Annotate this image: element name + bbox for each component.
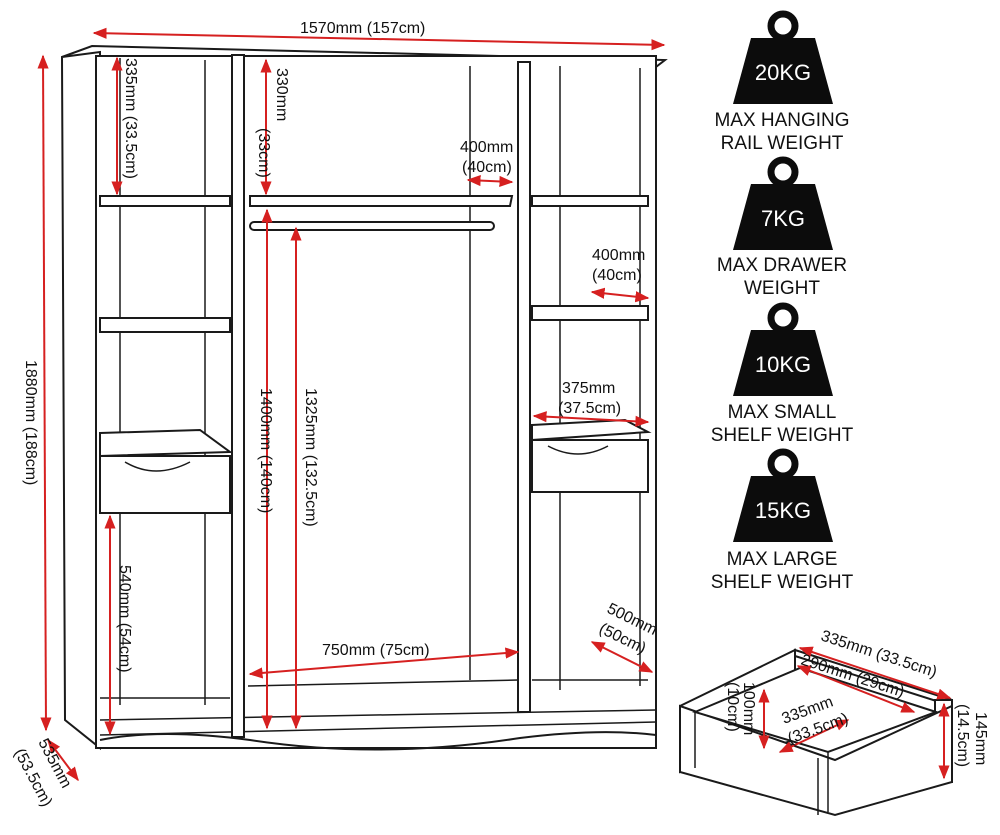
left-divider bbox=[231, 54, 245, 738]
weight-icon bbox=[733, 476, 833, 542]
right-shelf-2 bbox=[531, 305, 649, 321]
left-top-gap-label: 335mm (33.5cm) bbox=[122, 58, 139, 179]
right-drawer-width-label-a: 375mm bbox=[562, 380, 615, 397]
hanging-height-label-b: 1325mm (132.5cm) bbox=[302, 388, 319, 527]
weight-caption-line1: MAX DRAWER bbox=[717, 255, 847, 276]
weight-icon-handle bbox=[767, 10, 799, 42]
right-shelf-1 bbox=[531, 195, 649, 207]
left-shelf-2 bbox=[99, 317, 231, 333]
left-side-panel bbox=[60, 50, 101, 751]
weight-value: 15KG bbox=[755, 498, 811, 523]
weight-badge-4: 15KG bbox=[733, 448, 833, 542]
centre-width-label: 750mm (75cm) bbox=[322, 642, 430, 659]
centre-top-gap-label-a: 330mm bbox=[273, 68, 290, 121]
left-drawer-top bbox=[99, 428, 233, 458]
wardrobe-drawing bbox=[60, 44, 668, 751]
right-drawer bbox=[531, 439, 649, 493]
right-shelf-depth-label-a: 400mm bbox=[592, 247, 645, 264]
right-divider bbox=[517, 61, 531, 713]
weight-badge-2: 7KG bbox=[733, 156, 833, 250]
wardrobe-dimension-lines bbox=[37, 27, 666, 782]
centre-shelf-depth-label-a: 400mm bbox=[460, 139, 513, 156]
left-shelf-1 bbox=[99, 195, 231, 207]
weight-caption-line2: RAIL WEIGHT bbox=[721, 133, 844, 154]
weight-value: 20KG bbox=[755, 60, 811, 85]
hanging-height-label-a: 1400mm (140cm) bbox=[257, 388, 274, 513]
centre-shelf-depth-label-b: (40cm) bbox=[462, 159, 512, 176]
weight-icon-handle bbox=[767, 302, 799, 334]
weight-caption-line2: SHELF WEIGHT bbox=[711, 572, 854, 593]
hanging-rail bbox=[249, 221, 495, 231]
weight-icon bbox=[733, 330, 833, 396]
weight-value: 10KG bbox=[755, 352, 811, 377]
plinth bbox=[96, 731, 657, 751]
weight-caption-line1: MAX SMALL bbox=[728, 402, 837, 423]
drawer-dimension-lines bbox=[758, 646, 952, 780]
right-drawer-width-label-b: (37.5cm) bbox=[558, 400, 621, 417]
width-label: 1570mm (157cm) bbox=[300, 20, 425, 37]
weight-badge-1: 20KG bbox=[733, 10, 833, 104]
weight-icon-handle bbox=[767, 156, 799, 188]
drawer-front bbox=[679, 704, 953, 817]
wardrobe-body bbox=[95, 55, 657, 749]
left-lower-gap-label: 540mm (54cm) bbox=[116, 565, 133, 673]
centre-top-gap-label-b: (33cm) bbox=[255, 128, 272, 178]
weight-icon-handle bbox=[767, 448, 799, 480]
weight-value: 7KG bbox=[761, 206, 805, 231]
weight-badge-3: 10KG bbox=[733, 302, 833, 396]
weight-icon bbox=[733, 38, 833, 104]
drawer-inner-height-label-b: (10cm) bbox=[724, 682, 741, 732]
weight-caption-line1: MAX HANGING bbox=[714, 110, 849, 131]
height-label: 1880mm (188cm) bbox=[22, 360, 39, 485]
drawer-outer-height-label-a: 145mm bbox=[972, 712, 989, 765]
right-shelf-depth-label-b: (40cm) bbox=[592, 267, 642, 284]
centre-shelf bbox=[249, 195, 514, 207]
drawer-outer-height-label-b: (14.5cm) bbox=[954, 704, 971, 767]
left-drawer bbox=[99, 455, 231, 514]
weight-caption-line1: MAX LARGE bbox=[727, 549, 838, 570]
weight-caption-line2: WEIGHT bbox=[744, 278, 820, 299]
weight-icon bbox=[733, 184, 833, 250]
drawer-inner-height-label-a: 100mm bbox=[740, 682, 757, 735]
weight-caption-line2: SHELF WEIGHT bbox=[711, 425, 854, 446]
